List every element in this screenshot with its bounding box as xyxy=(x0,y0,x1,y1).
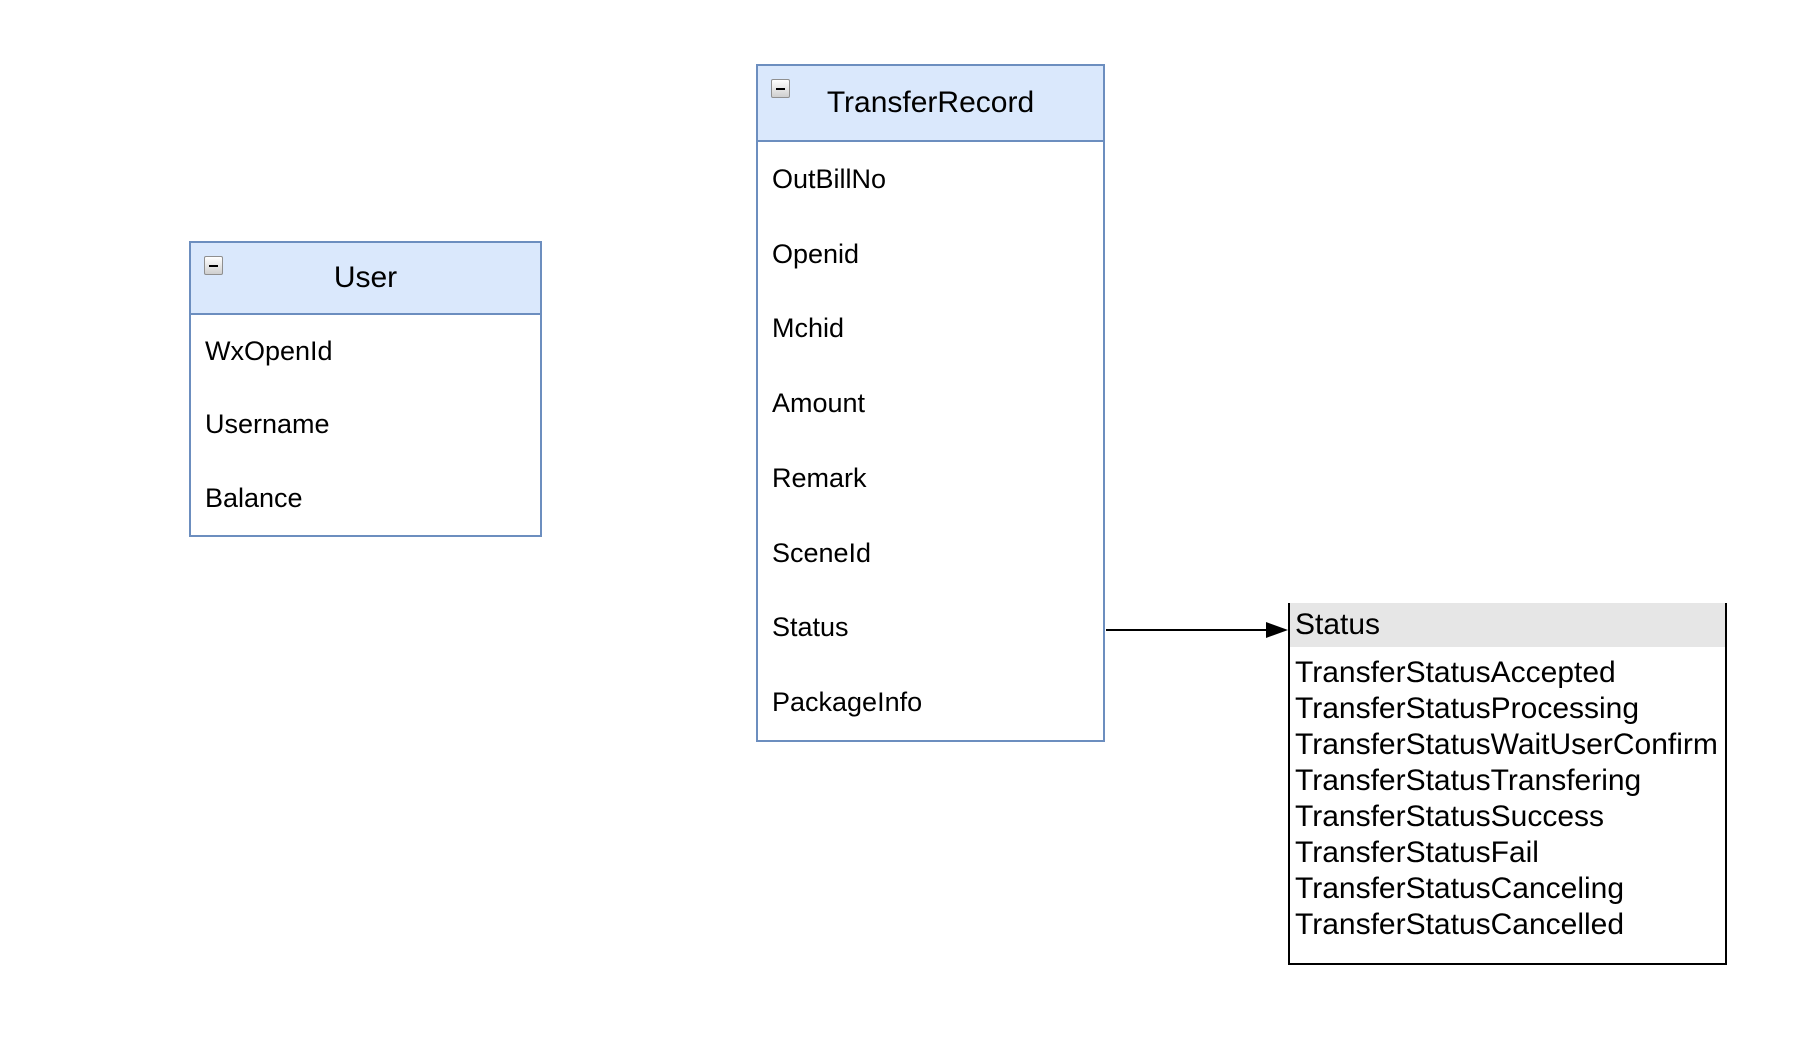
arrow-head-icon xyxy=(1266,622,1288,638)
enum-value[interactable]: TransferStatusFail xyxy=(1295,836,1539,869)
enum-value[interactable]: TransferStatusProcessing xyxy=(1295,692,1640,725)
enum-value[interactable]: TransferStatusAccepted xyxy=(1295,656,1616,689)
entity-field[interactable]: PackageInfo xyxy=(772,687,923,718)
entity-field[interactable]: OutBillNo xyxy=(772,163,887,194)
enum-status-box[interactable]: Status TransferStatusAccepted TransferSt… xyxy=(1288,603,1727,965)
entity-field[interactable]: Amount xyxy=(772,388,866,419)
entity-user-body: WxOpenId Username Balance xyxy=(191,315,540,535)
collapse-button[interactable] xyxy=(771,79,790,98)
enum-value[interactable]: TransferStatusCanceling xyxy=(1295,872,1625,905)
enum-value[interactable]: TransferStatusTransfering xyxy=(1295,764,1642,797)
enum-status-list: TransferStatusAccepted TransferStatusPro… xyxy=(1290,647,1725,943)
collapse-button[interactable] xyxy=(204,256,223,275)
enum-value[interactable]: TransferStatusWaitUserConfirm xyxy=(1295,728,1718,761)
entity-title: User xyxy=(333,261,398,294)
entity-field[interactable]: SceneId xyxy=(772,537,872,568)
entity-field[interactable]: Status xyxy=(772,612,849,643)
entity-title: TransferRecord xyxy=(826,86,1035,119)
minus-icon xyxy=(209,264,218,267)
enum-value[interactable]: TransferStatusSuccess xyxy=(1295,800,1605,833)
enum-value[interactable]: TransferStatusCancelled xyxy=(1295,908,1625,941)
entity-field[interactable]: Username xyxy=(205,409,330,440)
entity-field[interactable]: Openid xyxy=(772,238,860,269)
enum-title: Status xyxy=(1295,608,1381,641)
entity-field[interactable]: WxOpenId xyxy=(205,336,333,367)
entity-field[interactable]: Remark xyxy=(772,462,867,493)
minus-icon xyxy=(776,87,785,90)
entity-transferrecord-body: OutBillNo Openid Mchid Amount Remark Sce… xyxy=(758,142,1103,740)
entity-user[interactable]: User WxOpenId Username Balance xyxy=(189,241,542,537)
relation-arrow[interactable] xyxy=(1100,614,1296,646)
entity-transferrecord[interactable]: TransferRecord OutBillNo Openid Mchid Am… xyxy=(756,64,1105,742)
entity-transferrecord-header[interactable]: TransferRecord xyxy=(758,66,1103,142)
enum-status-header[interactable]: Status xyxy=(1290,603,1725,647)
entity-field[interactable]: Mchid xyxy=(772,313,845,344)
entity-user-header[interactable]: User xyxy=(191,243,540,315)
entity-field[interactable]: Balance xyxy=(205,482,303,513)
